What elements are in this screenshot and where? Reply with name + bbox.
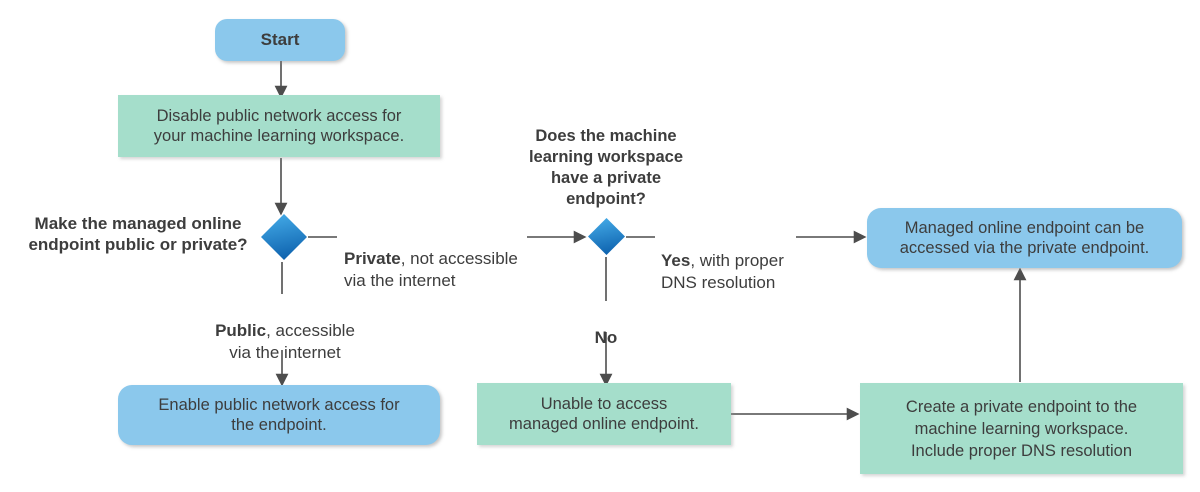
edge-label-yes: Yes, with proper DNS resolution	[661, 228, 801, 294]
edge-label-no-bold: No	[594, 328, 618, 347]
question-has-private-endpoint: Does the machine learning workspace have…	[528, 127, 684, 208]
edge-label-public: Public, accessible via the internet	[215, 298, 355, 364]
start-node: Start	[215, 19, 345, 61]
edge-label-private-rest: , not accessible via the internet	[344, 249, 518, 290]
edge-label-no: No	[581, 305, 631, 349]
create-private-endpoint-node: Create a private endpoint to the machine…	[860, 383, 1183, 474]
disable-public-access-node: Disable public network access for your m…	[118, 95, 440, 157]
unable-to-access-node: Unable to access managed online endpoint…	[477, 383, 731, 445]
edge-label-public-rest: , accessible via the internet	[229, 321, 355, 362]
edge-label-private: Private, not accessible via the internet	[344, 226, 534, 292]
edge-label-yes-rest: , with proper DNS resolution	[661, 251, 784, 292]
edge-label-private-bold: Private	[344, 249, 401, 268]
enable-public-access-node: Enable public network access for the end…	[118, 385, 440, 445]
accessed-via-private-endpoint-node: Managed online endpoint can be accessed …	[867, 208, 1182, 268]
question-public-or-private: Make the managed online endpoint public …	[28, 214, 248, 254]
edge-label-yes-bold: Yes	[661, 251, 691, 270]
edge-label-public-bold: Public	[215, 321, 267, 340]
